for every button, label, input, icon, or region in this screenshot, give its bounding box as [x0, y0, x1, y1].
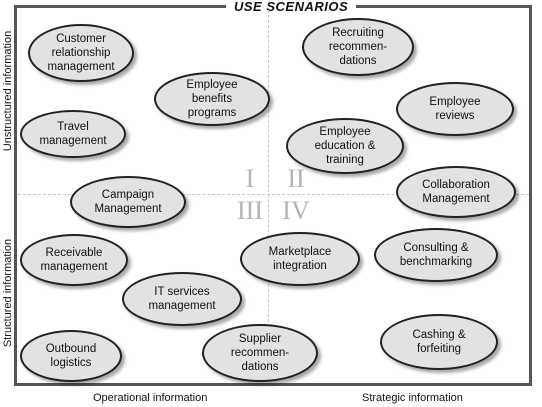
- quadrant-label-4: IV: [282, 196, 310, 225]
- bubble-receivable-management: Receivable management: [20, 234, 128, 286]
- y-axis-label-top: Unstructured information: [2, 30, 14, 152]
- vertical-divider: [268, 10, 269, 382]
- quadrant-label-1: I: [245, 164, 255, 193]
- bubble-supplier-recommendations: Supplier recommen- dations: [202, 324, 318, 382]
- x-axis-label-left: Operational information: [93, 392, 208, 404]
- bubble-campaign-management: Campaign Management: [70, 176, 186, 228]
- bubble-outbound-logistics: Outbound logistics: [20, 330, 122, 382]
- bubble-customer-relationship-management: Customer relationship management: [28, 24, 134, 82]
- quadrant-label-3: III: [237, 196, 263, 225]
- bubble-cashing-forfeiting: Cashing & forfeiting: [380, 314, 498, 370]
- horizontal-divider: [18, 194, 529, 195]
- bubble-travel-management: Travel management: [20, 110, 126, 158]
- bubble-consulting-benchmarking: Consulting & benchmarking: [374, 228, 498, 282]
- bubble-marketplace-integration: Marketplace integration: [240, 232, 360, 286]
- bubble-it-services-management: IT services management: [122, 272, 242, 326]
- bubble-employee-reviews: Employee reviews: [396, 82, 514, 136]
- x-axis-label-right: Strategic information: [362, 392, 463, 404]
- bubble-recruiting-recommendations: Recruiting recommen- dations: [302, 18, 414, 76]
- bubble-collaboration-management: Collaboration Management: [396, 166, 516, 218]
- bubble-employee-benefits-programs: Employee benefits programs: [154, 72, 270, 126]
- y-axis-label-bottom: Structured information: [2, 238, 14, 348]
- bubble-employee-education-training: Employee education & training: [286, 118, 404, 174]
- diagram-title: USE SCENARIOS: [226, 0, 357, 14]
- quadrant-label-2: II: [287, 164, 305, 193]
